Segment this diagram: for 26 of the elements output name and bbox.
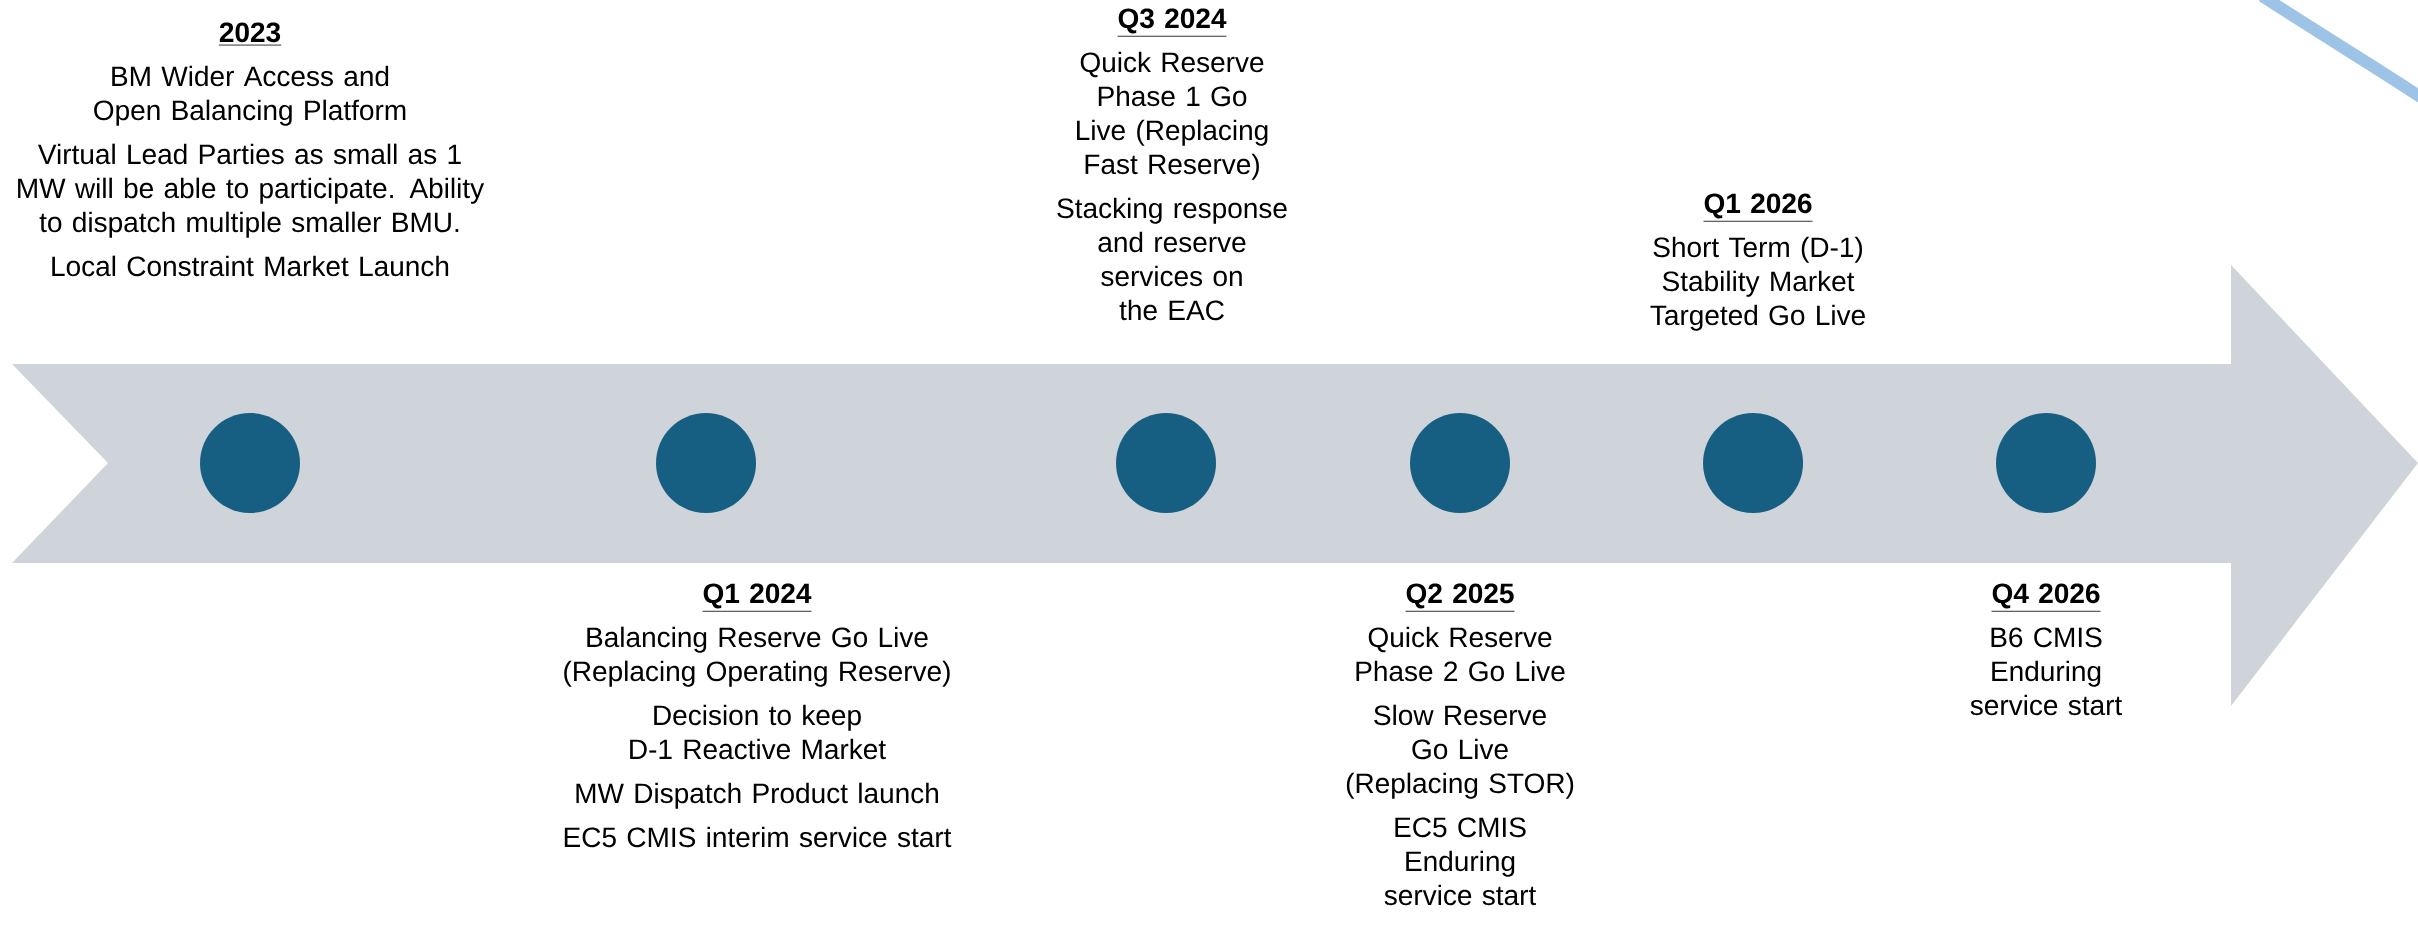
milestone-date: Q1 2026 — [1703, 193, 1813, 222]
milestone-text: Stacking response and reserve services on the EAC — [1057, 197, 1287, 321]
milestone-text: MW Dispatch Product launch — [576, 782, 938, 809]
milestone-text: Quick Reserve Phase 1 Go Live (Replacing Fast Reserve) — [1077, 51, 1268, 180]
milestone-text: Quick Reserve Phase 2 Go Live — [1356, 626, 1565, 682]
milestone-text: Decision to keep D-1 Reactive Market — [630, 704, 886, 760]
milestone-text: Local Constraint Market Launch — [52, 255, 449, 277]
milestone-text: EC5 CMIS interim service start — [564, 826, 952, 848]
milestone-date: Q2 2025 — [1405, 583, 1515, 612]
milestone-text: EC5 CMIS Enduring service start — [1384, 817, 1537, 906]
milestone-date: Q1 2024 — [702, 583, 812, 612]
milestone-text: Short Term (D-1) Stability Market Targeted Go Live — [1650, 236, 1865, 331]
milestone-date: Q4 2026 — [1991, 583, 2101, 612]
milestone-date: Q3 2024 — [1117, 8, 1227, 37]
milestone-circle — [656, 413, 756, 513]
milestone-text: Virtual Lead Parties as small as 1 MW will be able to participate. Ability to dispatch multiple smaller BMU. — [18, 143, 485, 238]
milestone-circle — [200, 413, 300, 513]
milestone-date: 2023 — [218, 22, 282, 46]
milestone-circle — [1410, 413, 1510, 513]
milestone-circle — [1116, 413, 1216, 513]
milestone-circle — [1703, 413, 1804, 513]
milestone-circle — [1996, 413, 2097, 513]
milestone-text: Balancing Reserve Go Live (Replacing Operating Reserve) — [564, 626, 950, 687]
milestone-text: Slow Reserve Go Live (Replacing STOR) — [1346, 704, 1574, 799]
milestone-text: BM Wider Access and Open Balancing Platform — [94, 65, 406, 126]
milestone-text: B6 CMIS Enduring service start — [1970, 627, 2123, 716]
